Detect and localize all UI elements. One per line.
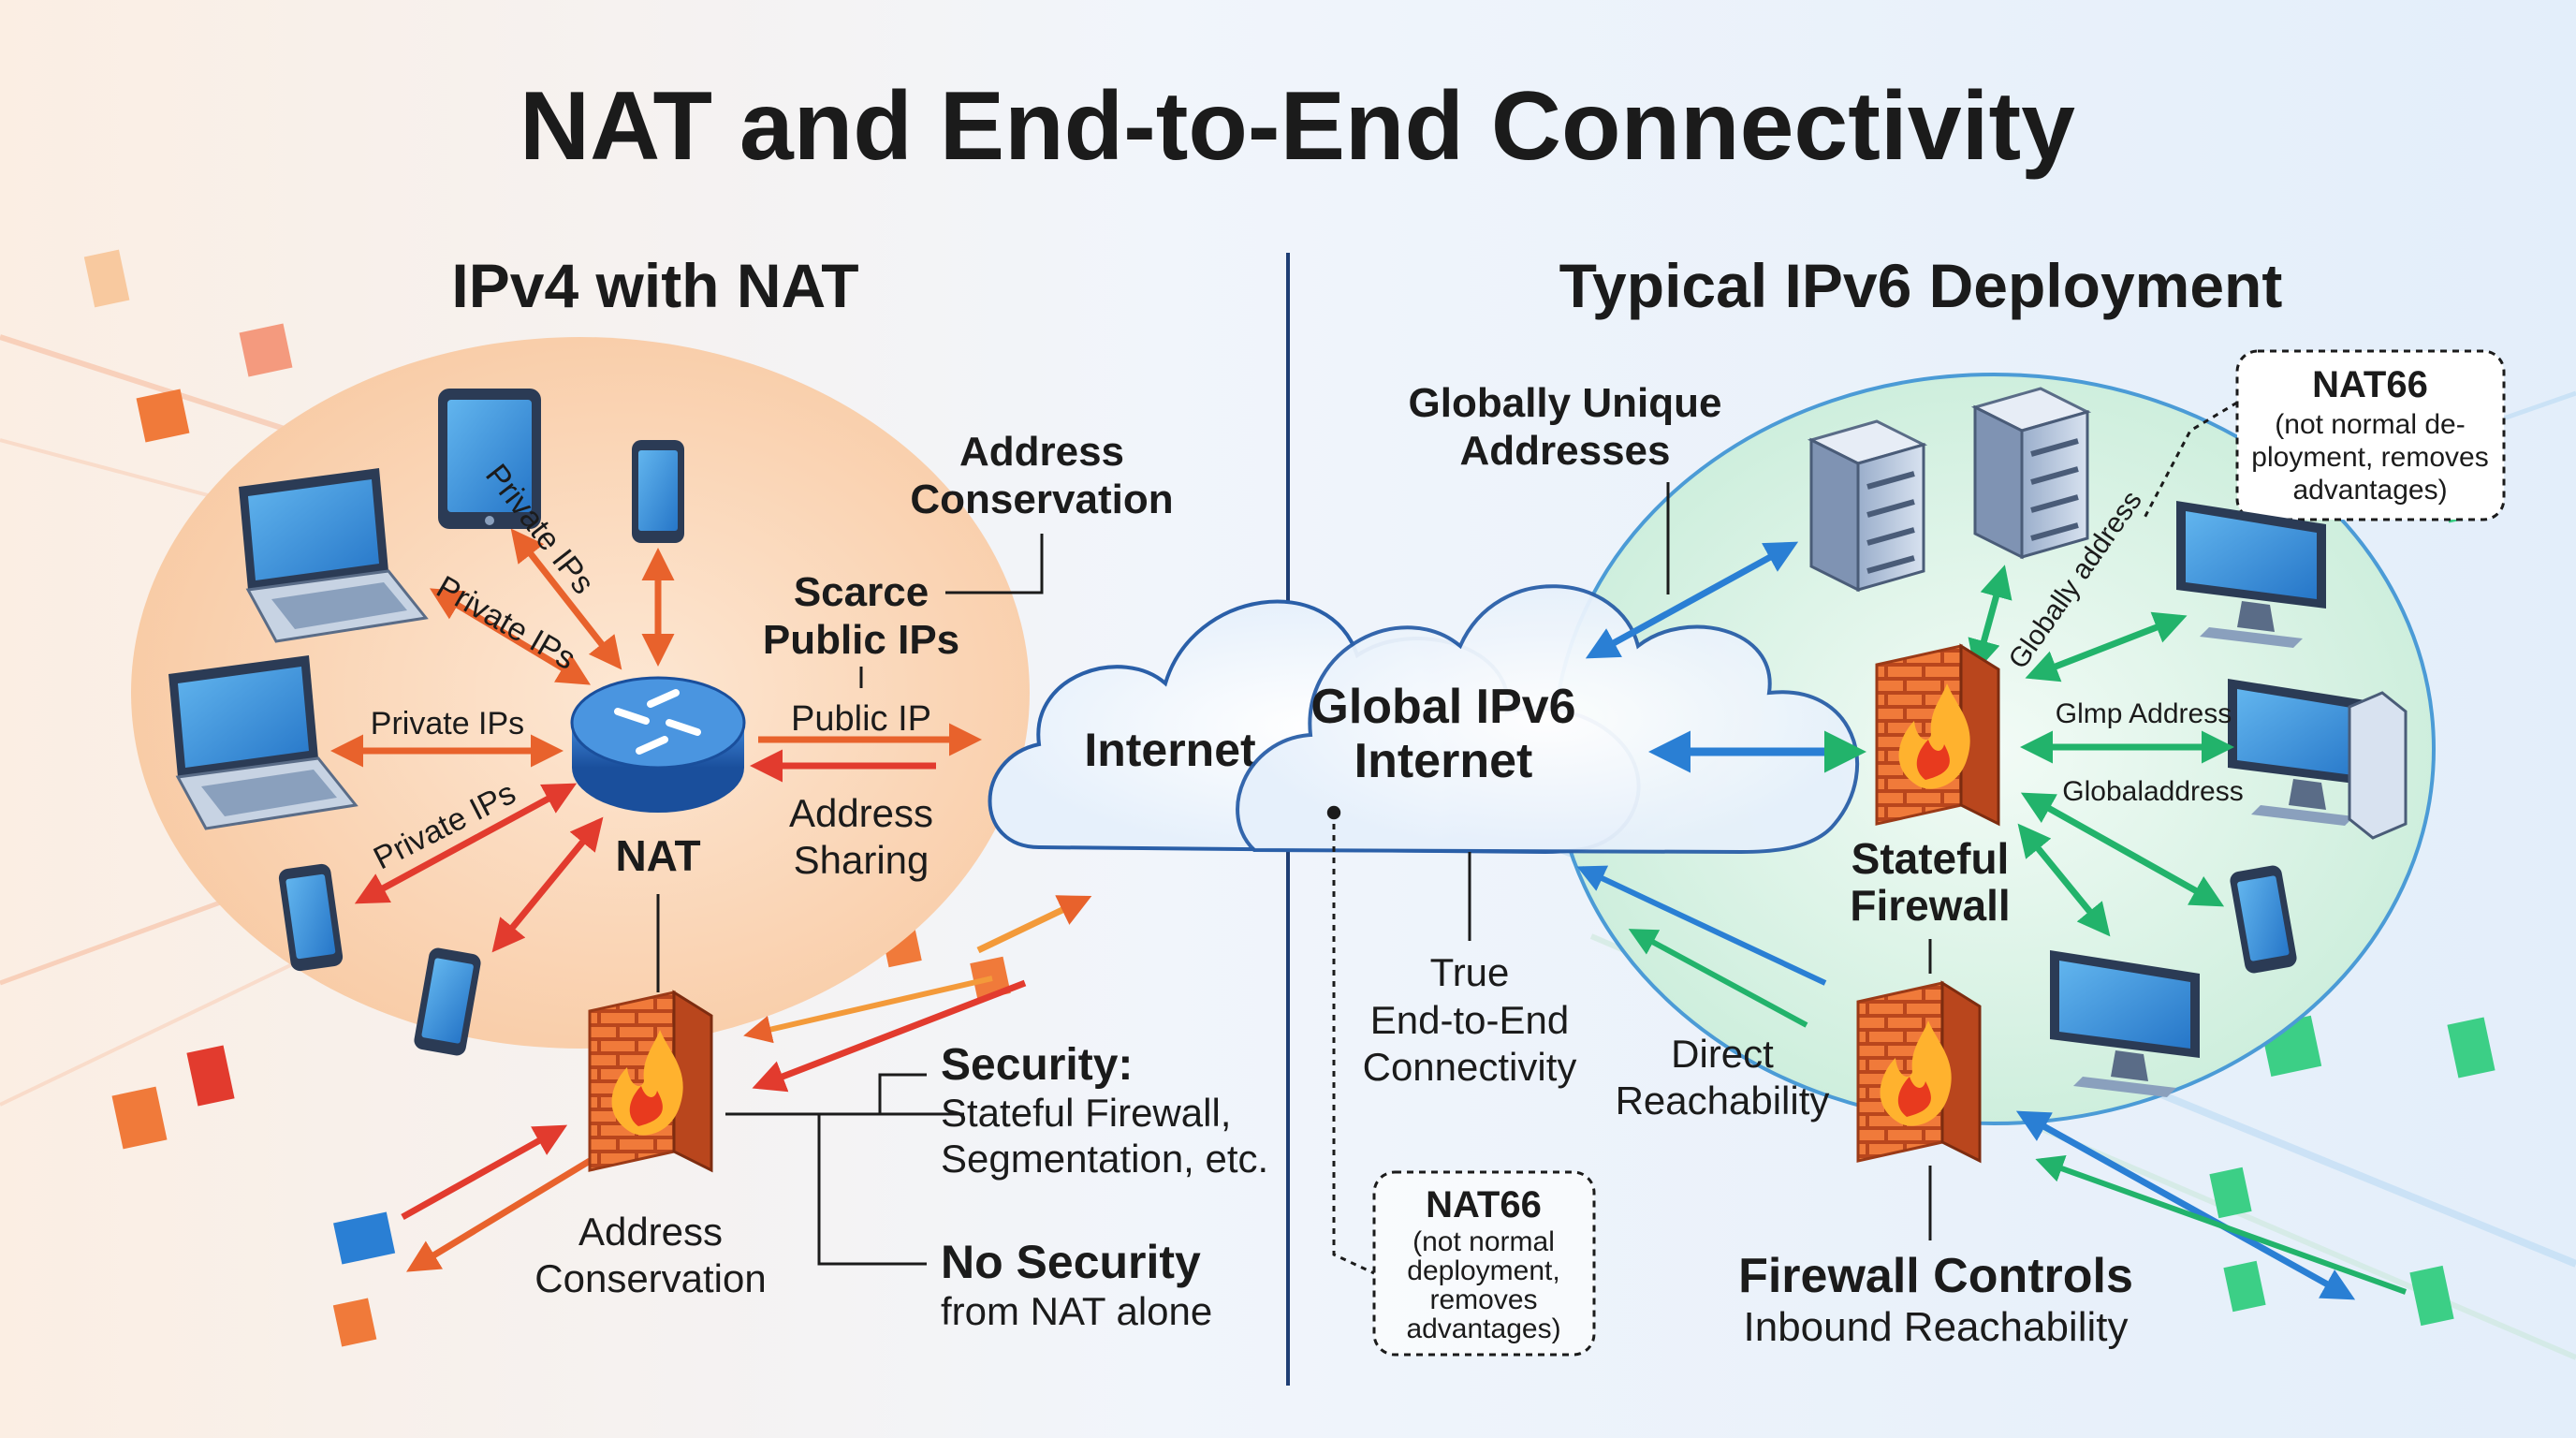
address-sharing-2: Sharing xyxy=(794,838,929,882)
nat66-bottom-box xyxy=(1372,1170,1596,1357)
firewall-icon xyxy=(588,990,713,1172)
page-title: NAT and End-to-End Connectivity xyxy=(520,72,2075,181)
inbound-arrow-green xyxy=(2035,1154,2408,1295)
no-security-title: No Security xyxy=(941,1236,1201,1288)
phone-device xyxy=(632,440,684,543)
right-heading: Typical IPv6 Deployment xyxy=(1559,251,2283,320)
direct-arrow-green xyxy=(1628,929,1808,1028)
true-e2e-2: End-to-End xyxy=(1370,998,1569,1042)
no-security-sub: from NAT alone xyxy=(941,1289,1212,1333)
glmp-address-label: Glmp Address xyxy=(2056,698,2232,729)
address-sharing-1: Address xyxy=(789,791,933,835)
firewall-server-arrow xyxy=(1968,565,2012,673)
globally-unique-2: Addresses xyxy=(1459,428,1670,474)
left-heading: IPv4 with NAT xyxy=(451,251,858,320)
global-ipv6-internet-1: Global IPv6 xyxy=(1310,680,1575,734)
nat66-top-line-3: advantages) xyxy=(2292,475,2447,506)
nat66-top-title: NAT66 xyxy=(2312,364,2428,405)
internet-arrow-3 xyxy=(752,979,1027,1093)
security-line-2: Segmentation, etc. xyxy=(941,1137,1268,1181)
scarce-public-ips-2: Public IPs xyxy=(763,617,959,663)
direct-reachability-1: Direct xyxy=(1671,1032,1774,1076)
nat66-bottom-line-1: (not normal xyxy=(1412,1226,1555,1257)
security-line-1: Stateful Firewall, xyxy=(941,1091,1231,1135)
address-conservation-top-1: Address xyxy=(959,429,1124,475)
globaladdress-arrow xyxy=(2020,792,2225,907)
globaladdress-label: Globaladdress xyxy=(2062,776,2243,807)
internet-arrow-2 xyxy=(743,976,993,1044)
security-title: Security: xyxy=(941,1040,1133,1090)
true-e2e-1: True xyxy=(1430,950,1510,994)
direct-reachability-2: Reachability xyxy=(1616,1078,1830,1123)
nat66-bottom-line-4: advantages) xyxy=(1406,1313,1560,1344)
inbound-firewall-icon xyxy=(1856,981,1982,1163)
internet-label: Internet xyxy=(1084,724,1256,776)
firewall-arrow-in xyxy=(401,1124,568,1221)
server-arrow xyxy=(1585,541,1799,659)
private-arrows xyxy=(330,528,675,953)
true-e2e-3: Connectivity xyxy=(1363,1045,1577,1089)
nat-label: NAT xyxy=(615,831,700,880)
firewall-arrow-out xyxy=(406,1158,592,1272)
nat66-bottom-title: NAT66 xyxy=(1426,1184,1542,1225)
stateful-firewall-icon xyxy=(1875,644,2000,826)
server-icon xyxy=(1811,421,1924,590)
nat66-top-line-1: (not normal de- xyxy=(2275,409,2465,440)
connector-conservation xyxy=(945,534,1044,594)
server-icon-2 xyxy=(1975,389,2087,557)
desktop-computer-icon xyxy=(2228,679,2408,840)
address-conservation-bottom-1: Address xyxy=(578,1210,723,1254)
globally-unique-1: Globally Unique xyxy=(1409,380,1722,426)
firewall-controls-sub: Inbound Reachability xyxy=(1744,1304,2129,1350)
stateful-firewall-1: Stateful xyxy=(1852,834,2010,883)
nat-router-icon xyxy=(570,676,746,813)
nat66-bottom-connector xyxy=(1326,805,1375,1275)
stateful-firewall-2: Firewall xyxy=(1850,881,2010,930)
global-ipv6-internet-2: Internet xyxy=(1354,734,1533,788)
firewall-monitor2-arrow xyxy=(2017,823,2111,937)
public-ip-label: Public IP xyxy=(791,699,931,739)
address-conservation-top-2: Conservation xyxy=(910,477,1173,522)
nat66-top-line-2: ployment, removes xyxy=(2251,442,2488,473)
address-conservation-bottom-2: Conservation xyxy=(534,1256,766,1300)
firewall-controls-title: Firewall Controls xyxy=(1738,1249,2133,1303)
private-ips-label-3: Private IPs xyxy=(371,706,524,741)
firewall-monitor-arrow xyxy=(2025,611,2188,682)
connector-security xyxy=(725,1073,964,1266)
internet-arrow-1 xyxy=(976,895,1092,954)
inbound-arrow-blue xyxy=(2015,1110,2356,1300)
nat66-bottom-line-3: removes xyxy=(1429,1284,1537,1315)
nat66-bottom-line-2: deployment, xyxy=(1407,1255,1559,1286)
nat66-top-box xyxy=(2235,349,2506,521)
direct-arrow-blue-1 xyxy=(1576,865,1827,986)
scarce-public-ips-1: Scarce xyxy=(794,569,929,615)
